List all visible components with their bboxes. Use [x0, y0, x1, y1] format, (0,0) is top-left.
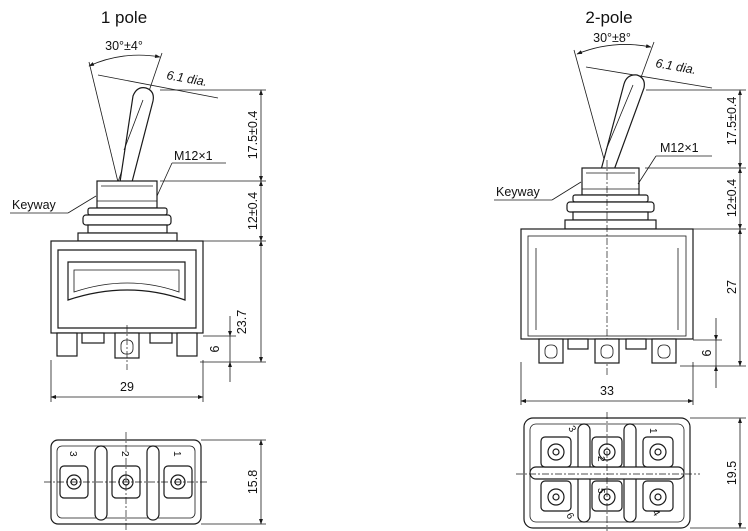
- width-label-2: 33: [600, 384, 614, 398]
- lever-dia-label-2: 6.1 dia.: [654, 56, 697, 77]
- terminal-4-pin-2p: [649, 488, 667, 506]
- two-pole-title: 2-pole: [585, 8, 632, 27]
- washer-2: [572, 194, 649, 203]
- pad-terminal-4-2p: [642, 480, 674, 512]
- terminal-right-hole-2: [657, 344, 671, 359]
- collar-2: [572, 211, 649, 221]
- pad-terminal-3-2p: [540, 436, 572, 468]
- bottom-rib-left: [94, 445, 108, 521]
- thread-label-2: M12×1: [660, 141, 699, 155]
- terminal-left: [56, 332, 78, 357]
- lever-2: [600, 74, 645, 171]
- collar: [87, 224, 168, 234]
- terminal-right-2: [651, 338, 677, 364]
- angle-extension-left-2: [573, 49, 608, 171]
- nut-2: [566, 201, 655, 213]
- body-height-label-2: 27: [725, 280, 739, 294]
- washer: [87, 207, 168, 216]
- terminal-6-number-2p: 6: [563, 511, 576, 522]
- keyway-leader-2: [551, 181, 582, 201]
- bushing-height-label: 12±0.4: [246, 192, 260, 230]
- terminal-6-hole-2p: [552, 493, 560, 501]
- bushing-2: [581, 167, 640, 196]
- terminal-3-number-2p: 3: [565, 424, 578, 435]
- terminal-tab-left: [81, 332, 105, 344]
- terminal-4-number-2p: 4: [649, 508, 662, 519]
- terminal-center-hole-2: [600, 344, 614, 359]
- lever-height-label: 17.5±0.4: [246, 111, 260, 160]
- terminal-1-number-2p: 1: [647, 428, 658, 434]
- keyway-leader: [67, 195, 97, 214]
- body-window-inner: [73, 269, 180, 293]
- terminal-height-label-2: 6: [700, 349, 714, 356]
- two-pole-view: 2-pole 30°±8° 6.1 dia. M12×1 Keyway: [494, 8, 746, 531]
- lever-height-label-2: 17.5±0.4: [725, 97, 739, 146]
- one-pole-title: 1 pole: [101, 8, 147, 27]
- lever: [119, 87, 154, 183]
- angle-arc-2: [576, 44, 652, 55]
- angle-arc: [88, 54, 161, 67]
- terminal-right: [176, 332, 198, 357]
- thread-leader: [156, 162, 173, 197]
- mount-plate-2: [564, 219, 657, 230]
- mount-plate: [77, 232, 178, 242]
- terminal-4-hole-2p: [654, 493, 662, 501]
- keyway-label: Keyway: [12, 198, 57, 212]
- width-label: 29: [120, 380, 134, 394]
- terminal-1-number: 1: [171, 451, 182, 457]
- body: [50, 240, 204, 334]
- terminal-3-hole-2p: [552, 448, 560, 456]
- terminal-tab-left-2: [567, 338, 589, 350]
- body-window: [67, 261, 186, 301]
- lever-edge: [123, 99, 144, 151]
- bushing-height-label-2: 12±0.4: [725, 179, 739, 217]
- terminal-6-pin-2p: [547, 488, 565, 506]
- keyway-label-2: Keyway: [496, 185, 541, 199]
- pad-terminal-6-2p: [540, 480, 572, 512]
- thread-label: M12×1: [174, 149, 213, 163]
- terminal-center-2: [594, 338, 620, 364]
- lever-dia-leader-2: [585, 66, 713, 89]
- bottom-rib-right: [146, 445, 160, 521]
- lever-dia-label: 6.1 dia.: [165, 68, 208, 89]
- terminal-2-number: 2: [119, 451, 130, 457]
- one-pole-view: 1 pole 30°±4° 6.1 dia. M12×1 Keyway: [10, 8, 266, 531]
- depth-label: 15.8: [246, 470, 260, 494]
- terminal-left-hole-2: [544, 344, 558, 359]
- terminal-tab-right: [149, 332, 173, 344]
- thread-leader-2: [637, 155, 657, 185]
- depth-label-2: 19.5: [725, 461, 739, 485]
- terminal-left-2: [538, 338, 564, 364]
- lever-edge-2: [605, 84, 634, 151]
- terminal-tab-right-2: [625, 338, 647, 350]
- angle-dimension-2: 30°±8°: [593, 31, 631, 45]
- terminal-2-number-2p: 2: [595, 456, 606, 462]
- body-height-label: 23.7: [235, 310, 249, 334]
- lever-dia-leader: [97, 74, 219, 99]
- angle-extension-left: [88, 61, 119, 183]
- terminal-5-number-2p: 5: [595, 488, 606, 494]
- terminal-1-hole-2p: [654, 448, 662, 456]
- pad-terminal-1-2p: [642, 436, 674, 468]
- bushing: [96, 180, 158, 209]
- body-inner: [57, 249, 197, 329]
- terminal-3-pin-2p: [547, 443, 565, 461]
- terminal-1-pin-2p: [649, 443, 667, 461]
- angle-dimension: 30°±4°: [105, 39, 143, 53]
- terminal-height-label: 6: [208, 345, 222, 352]
- terminal-3-number: 3: [67, 451, 78, 457]
- nut: [82, 214, 172, 226]
